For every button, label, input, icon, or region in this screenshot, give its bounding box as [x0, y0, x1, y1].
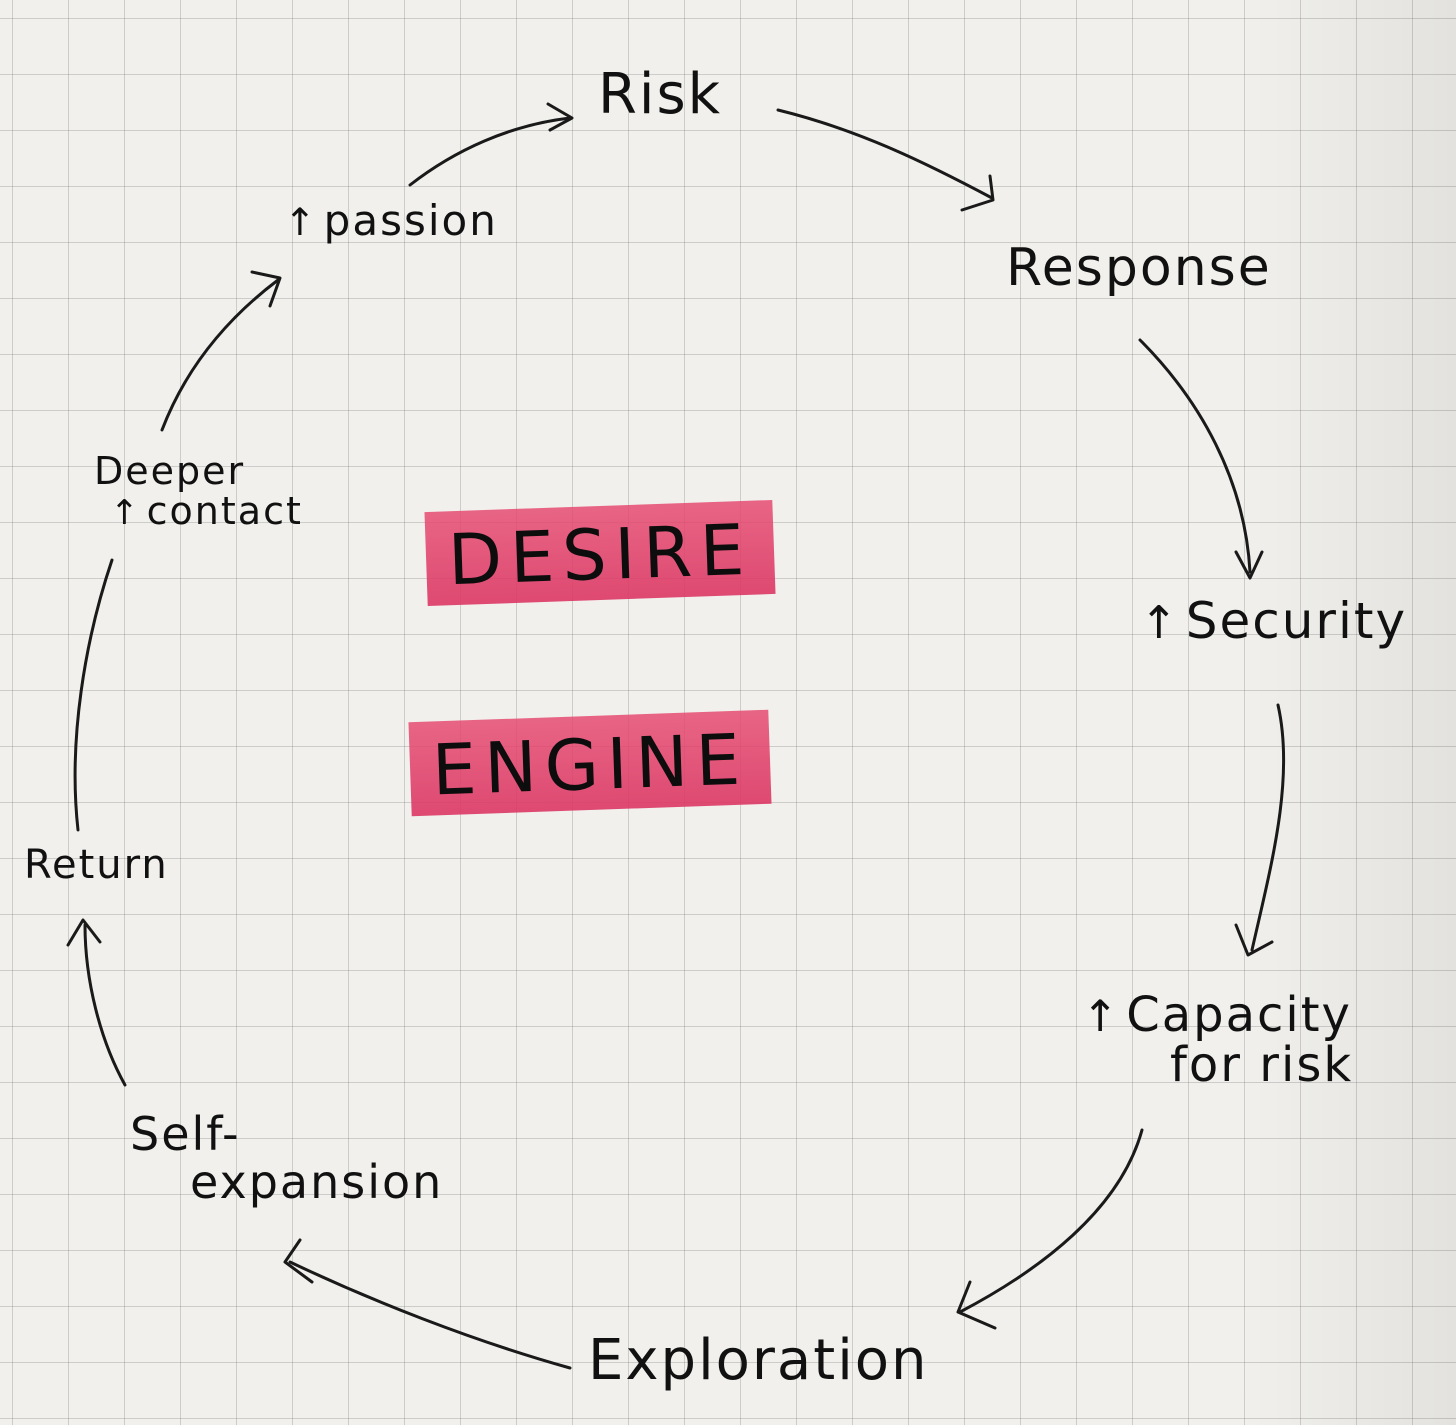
node-response: Response [1006, 238, 1272, 298]
node-deeper-contact: Deeper ↑contact [94, 449, 303, 533]
arrow-capacity-to-exploration [958, 1128, 1144, 1314]
page-curl-shadow [1236, 0, 1456, 1425]
arrow-return-to-deeper [73, 558, 114, 832]
center-title-engine: ENGINE [408, 709, 772, 817]
up-arrow-icon: ↑ [1140, 596, 1180, 649]
arrow-risk-to-response [776, 108, 994, 200]
node-self-expansion: Self- expansion [130, 1107, 444, 1210]
arrowhead-return [66, 918, 102, 947]
node-capacity-for-risk: ↑Capacity for risk [1082, 987, 1354, 1094]
arrow-passion-to-risk [408, 116, 572, 187]
up-arrow-icon: ↑ [110, 492, 141, 533]
arrow-exploration-to-self [288, 1260, 572, 1370]
up-arrow-icon: ↑ [284, 200, 318, 244]
node-return: Return [24, 842, 169, 888]
node-risk: Risk [598, 62, 723, 127]
arrowhead-security [1234, 550, 1264, 580]
arrowhead-capacity [1234, 923, 1274, 957]
arrow-security-to-capacity [1250, 703, 1286, 952]
arrow-deeper-to-passion [160, 278, 280, 432]
node-security: ↑Security [1140, 592, 1408, 650]
arrow-response-to-security [1138, 338, 1252, 574]
arrowhead-passion [250, 270, 282, 308]
node-exploration: Exploration [588, 1328, 929, 1393]
center-title-desire: DESIRE [424, 499, 776, 607]
arrow-self-to-return [83, 923, 127, 1087]
arrowhead-self [283, 1238, 314, 1284]
arrowhead-response [960, 174, 995, 212]
arrowhead-exploration [956, 1280, 997, 1330]
arrowhead-risk [546, 102, 574, 132]
up-arrow-icon: ↑ [1082, 992, 1121, 1042]
node-passion: ↑passion [284, 196, 498, 245]
